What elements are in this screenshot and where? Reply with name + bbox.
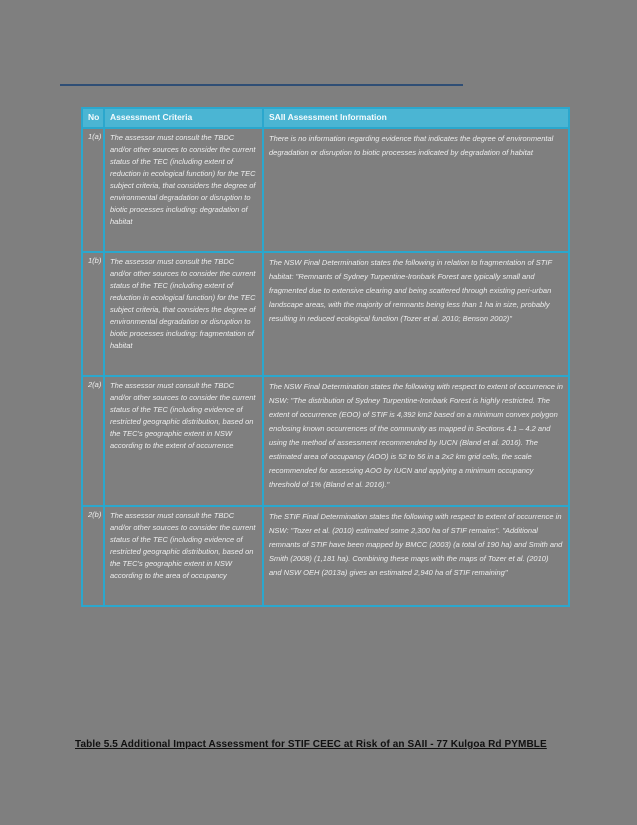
cell-assessment-criteria: The assessor must consult the TBDC and/o… — [103, 505, 264, 607]
cell-assessment-criteria: The assessor must consult the TBDC and/o… — [103, 251, 264, 377]
horizontal-rule — [60, 84, 463, 86]
cell-saii-assessment-information: The NSW Final Determination states the f… — [262, 375, 570, 507]
header-cell-assessment-criteria: Assessment Criteria — [103, 107, 264, 129]
table-header-row: No Assessment Criteria SAII Assessment I… — [81, 107, 570, 129]
cell-no: 1(a) — [81, 127, 105, 253]
table-row: 2(b) The assessor must consult the TBDC … — [81, 505, 570, 607]
cell-no: 1(b) — [81, 251, 105, 377]
header-cell-no: No — [81, 107, 105, 129]
cell-no: 2(b) — [81, 505, 105, 607]
cell-no: 2(a) — [81, 375, 105, 507]
cell-saii-assessment-information: The STIF Final Determination states the … — [262, 505, 570, 607]
cell-assessment-criteria: The assessor must consult the TBDC and/o… — [103, 127, 264, 253]
saii-assessment-table: No Assessment Criteria SAII Assessment I… — [81, 107, 570, 607]
table-row: 1(a) The assessor must consult the TBDC … — [81, 127, 570, 253]
cell-saii-assessment-information: There is no information regarding eviden… — [262, 127, 570, 253]
table-row: 1(b) The assessor must consult the TBDC … — [81, 251, 570, 377]
cell-saii-assessment-information: The NSW Final Determination states the f… — [262, 251, 570, 377]
cell-assessment-criteria: The assessor must consult the TBDC and/o… — [103, 375, 264, 507]
table-caption: Table 5.5 Additional Impact Assessment f… — [75, 739, 547, 750]
table-row: 2(a) The assessor must consult the TBDC … — [81, 375, 570, 507]
header-cell-saii-assessment-information: SAII Assessment Information — [262, 107, 570, 129]
